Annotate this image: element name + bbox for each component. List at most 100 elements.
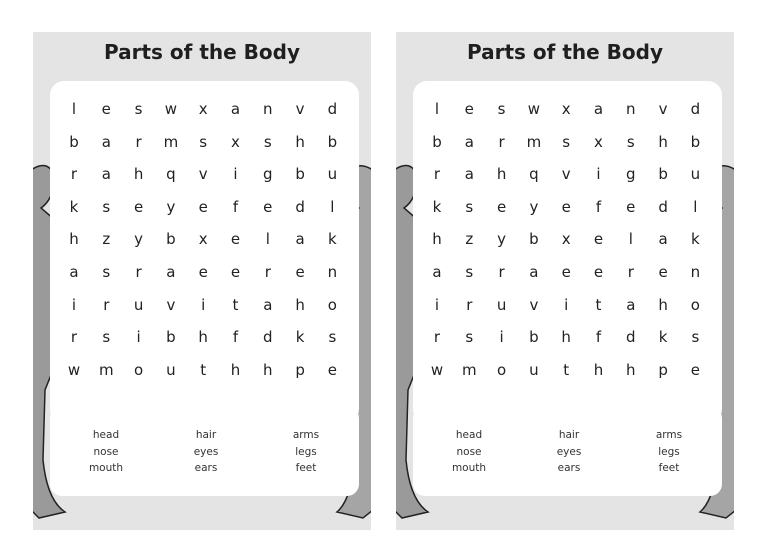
- grid-letter: i: [596, 165, 601, 184]
- grid-letter: i: [499, 328, 504, 347]
- grid-letter: y: [497, 230, 507, 249]
- grid-letter: h: [658, 132, 668, 151]
- word-list-item: feet: [658, 462, 680, 474]
- grid-letter: y: [529, 197, 539, 216]
- body-figure-left-illustration: [396, 164, 430, 519]
- grid-letter: h: [133, 165, 144, 184]
- grid-letter: v: [295, 100, 305, 118]
- word-list-item: head: [455, 429, 483, 441]
- grid-letter: i: [136, 328, 141, 347]
- grid-letter: b: [327, 132, 338, 151]
- grid-letter: e: [230, 230, 241, 249]
- word-list-item: mouth: [88, 462, 124, 474]
- grid-letter: s: [691, 328, 700, 347]
- word-list-item: nose: [456, 445, 482, 458]
- grid-letter: v: [561, 165, 571, 184]
- word-list-item: head: [92, 429, 120, 441]
- grid-letter: g: [263, 165, 273, 184]
- grid-letter: h: [69, 230, 79, 249]
- grid-letter: e: [658, 263, 668, 281]
- grid-letter: w: [527, 100, 541, 118]
- grid-letter: e: [593, 230, 604, 249]
- grid-letter: r: [433, 165, 441, 184]
- grid-letter: s: [626, 132, 635, 151]
- word-list-item: eyes: [556, 445, 582, 458]
- grid-letter: u: [166, 360, 176, 379]
- grid-letter: h: [295, 132, 305, 151]
- grid-letter: s: [328, 328, 337, 347]
- grid-letter: e: [198, 263, 208, 281]
- grid-letter: h: [432, 230, 442, 249]
- grid-letter: e: [327, 360, 337, 379]
- grid-letter: s: [102, 197, 111, 216]
- grid-letter: x: [594, 132, 603, 151]
- grid-letter: a: [166, 263, 176, 281]
- grid-letter: u: [496, 295, 507, 314]
- grid-letter: a: [101, 165, 111, 184]
- grid-letter: n: [263, 100, 273, 118]
- grid-letter: n: [690, 263, 701, 281]
- word-list-item: mouth: [451, 462, 487, 474]
- grid-letter: e: [133, 197, 144, 216]
- word-list-item: ears: [194, 462, 218, 474]
- word-list-item: hair: [195, 429, 217, 441]
- grid-letter: r: [103, 295, 110, 314]
- grid-letter: r: [70, 328, 78, 347]
- grid-letter: e: [198, 197, 208, 216]
- grid-letter: h: [561, 328, 571, 347]
- grid-letter: b: [529, 230, 539, 249]
- grid-letter: e: [626, 197, 636, 216]
- grid-letter: s: [465, 197, 474, 216]
- grid-letter: z: [102, 230, 111, 249]
- grid-letter: h: [626, 360, 636, 379]
- grid-letter: v: [658, 100, 668, 118]
- grid-letter: v: [198, 165, 208, 184]
- grid-letter: l: [265, 230, 270, 249]
- grid-letter: h: [230, 360, 241, 379]
- word-list-item: arms: [655, 429, 683, 441]
- grid-letter: w: [67, 360, 81, 379]
- grid-letter: t: [232, 295, 239, 314]
- grid-letter: m: [526, 132, 542, 151]
- grid-letter: e: [561, 197, 571, 216]
- grid-letter: e: [263, 197, 273, 216]
- grid-letter: r: [264, 263, 271, 281]
- grid-letter: e: [464, 100, 474, 118]
- grid-letter: f: [232, 197, 239, 216]
- grid-letter: a: [69, 263, 79, 281]
- grid-letter: d: [327, 100, 338, 118]
- word-list-item: legs: [658, 445, 680, 458]
- grid-letter: s: [465, 263, 474, 281]
- grid-letter: x: [198, 100, 208, 118]
- grid-letter: s: [102, 263, 111, 281]
- grid-letter: p: [295, 360, 305, 379]
- grid-letter: i: [71, 295, 77, 314]
- word-list-item: feet: [295, 462, 317, 474]
- grid-letter: o: [327, 295, 337, 314]
- word-list-item: hair: [558, 429, 580, 441]
- grid-letter: u: [690, 165, 701, 184]
- grid-letter: d: [263, 328, 273, 347]
- grid-letter: n: [626, 100, 636, 118]
- grid-letter: e: [690, 360, 700, 379]
- grid-letter: b: [432, 132, 442, 151]
- grid-letter: n: [327, 263, 338, 281]
- worksheet-title: Parts of the Body: [104, 40, 300, 64]
- grid-letter: k: [658, 328, 668, 347]
- grid-letter: a: [295, 230, 305, 249]
- grid-letter: a: [593, 100, 604, 118]
